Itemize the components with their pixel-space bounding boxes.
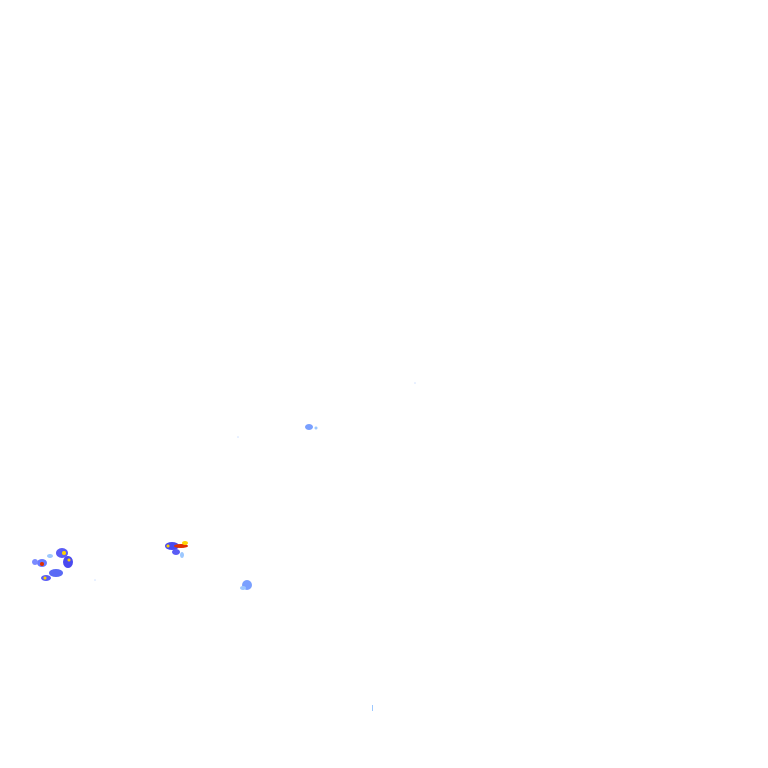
echo-light-east bbox=[94, 382, 416, 711]
echo-cluster-central bbox=[165, 541, 188, 558]
echo-cluster-west bbox=[32, 548, 73, 581]
